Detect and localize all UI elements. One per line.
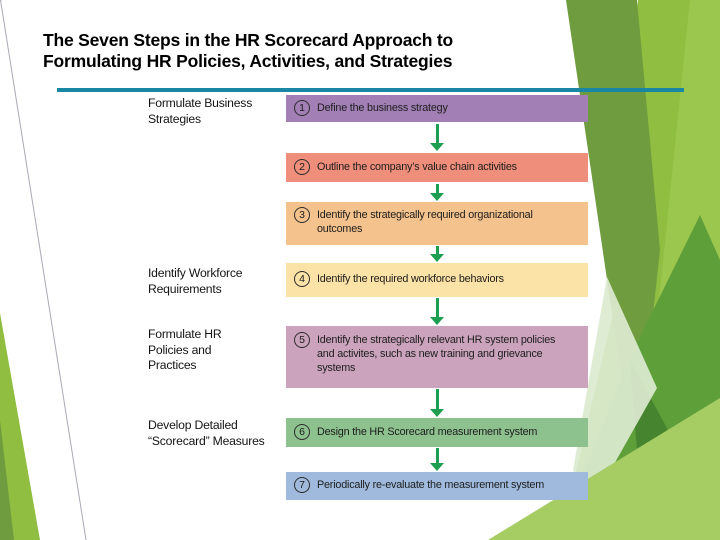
step-label: Outline the company’s value chain activi… (317, 161, 517, 173)
step-number-badge: 5 (294, 332, 310, 348)
title-divider-rule (57, 88, 684, 92)
step-box-4: 4 Identify the required workforce behavi… (286, 263, 588, 297)
step-number-badge: 2 (294, 159, 310, 175)
step-number-badge: 3 (294, 207, 310, 223)
flow-arrow-down-icon (430, 246, 444, 262)
slide-title-line1: The Seven Steps in the HR Scorecard Appr… (43, 30, 454, 50)
step-box-1: 1 Define the business strategy (286, 95, 588, 122)
step-box-5: 5 Identify the strategically relevant HR… (286, 326, 588, 388)
slide-title: The Seven Steps in the HR Scorecard Appr… (43, 30, 603, 72)
step-label: Define the business strategy (317, 102, 448, 114)
step-label: Design the HR Scorecard measurement syst… (317, 426, 538, 438)
step-number-badge: 6 (294, 424, 310, 440)
slide-title-line2: Formulating HR Policies, Activities, and… (43, 51, 453, 71)
stage-label-formulate-business: Formulate Business Strategies (148, 96, 253, 126)
step-number-badge: 4 (294, 271, 310, 287)
flow-arrow-down-icon (430, 184, 444, 201)
step-label: Periodically re-evaluate the measurement… (317, 479, 545, 491)
step-number-badge: 7 (294, 477, 310, 493)
step-box-6: 6 Design the HR Scorecard measurement sy… (286, 418, 588, 447)
flow-arrow-down-icon (430, 389, 444, 417)
stage-label-formulate-hr-policies: Formulate HR Policies and Practices (148, 327, 222, 372)
stage-label-develop-scorecard: Develop Detailed “Scorecard” Measures (148, 418, 265, 448)
flow-arrow-down-icon (430, 448, 444, 471)
deco-diagonal-hairline (0, 0, 340, 1)
flow-arrow-down-icon (430, 124, 444, 151)
step-box-3: 3 Identify the strategically required or… (286, 202, 588, 245)
step-label: Identify the required workforce behavior… (317, 273, 504, 285)
step-label: Identify the strategically relevant HR s… (317, 334, 556, 374)
step-box-2: 2 Outline the company’s value chain acti… (286, 153, 588, 182)
step-box-7: 7 Periodically re-evaluate the measureme… (286, 472, 588, 500)
stage-label-identify-workforce: Identify Workforce Requirements (148, 266, 243, 296)
flow-arrow-down-icon (430, 298, 444, 325)
step-number-badge: 1 (294, 100, 310, 116)
step-label: Identify the strategically required orga… (317, 209, 533, 235)
